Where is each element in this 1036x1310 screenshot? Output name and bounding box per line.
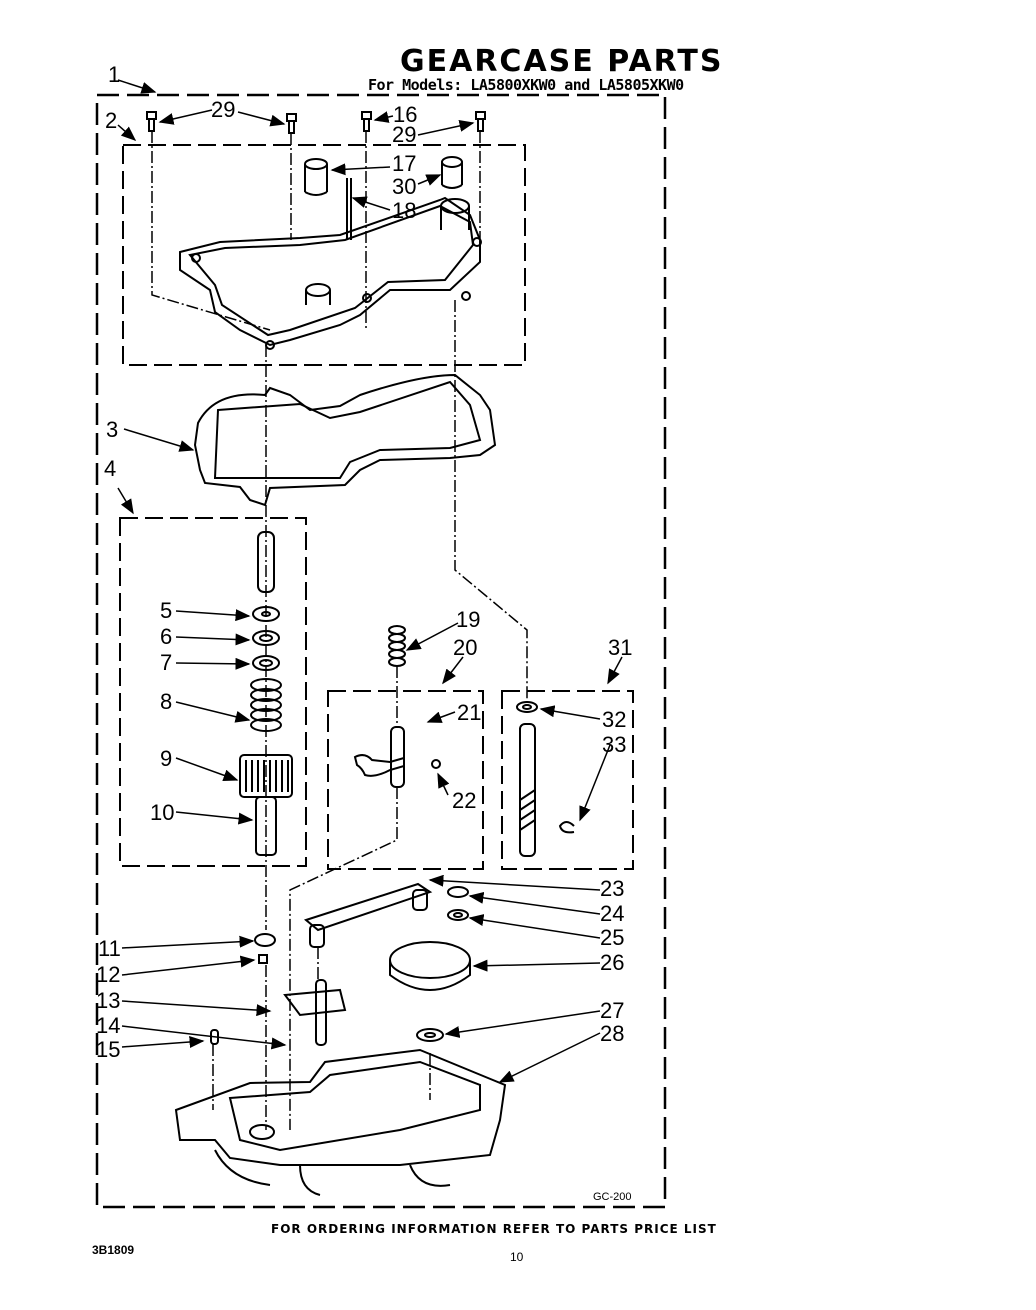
callout-3: 3	[106, 417, 118, 442]
callout-21: 21	[457, 700, 481, 725]
callout-24: 24	[600, 901, 624, 926]
leader-9	[175, 757, 239, 782]
leader-22	[437, 772, 450, 796]
callout-10: 10	[150, 800, 174, 825]
callout-31: 31	[608, 635, 632, 660]
callout-28: 28	[600, 1021, 624, 1046]
leader-15	[121, 1036, 205, 1048]
callout-8: 8	[160, 689, 172, 714]
leader-29a-2	[237, 111, 286, 127]
callout-1: 1	[108, 62, 120, 87]
leader-24	[468, 891, 601, 915]
leader-31	[607, 656, 623, 685]
callout-29a: 29	[211, 97, 235, 122]
callout-13: 13	[96, 988, 120, 1013]
leader-23	[428, 874, 601, 891]
callout-2: 2	[105, 108, 117, 133]
shaft-boundary-31	[501, 690, 634, 870]
callout-25: 25	[600, 925, 624, 950]
leader-33	[579, 744, 611, 822]
document-id: 3B1809	[92, 1243, 135, 1257]
callout-15: 15	[96, 1037, 120, 1062]
callout-4: 4	[104, 456, 116, 481]
leader-5	[175, 609, 251, 622]
gearcase-cover	[179, 196, 482, 350]
cover-boundary-2	[122, 144, 526, 366]
ordering-note: FOR ORDERING INFORMATION REFER TO PARTS …	[271, 1222, 717, 1236]
callout-17: 17	[392, 151, 416, 176]
leader-17	[330, 163, 391, 176]
leader-12	[121, 955, 256, 976]
callout-18: 18	[392, 198, 416, 223]
callout-23: 23	[600, 876, 624, 901]
callout-14: 14	[96, 1013, 120, 1038]
leader-1	[117, 79, 157, 94]
callout-9: 9	[160, 746, 172, 771]
callout-27: 27	[600, 998, 624, 1023]
page-title: GEARCASE PARTS	[400, 44, 724, 79]
callout-16: 16	[393, 102, 417, 127]
callout-22: 22	[452, 788, 476, 813]
callout-12: 12	[96, 962, 120, 987]
leader-29a-1	[158, 109, 213, 125]
callout-6: 6	[160, 624, 172, 649]
leader-25	[468, 914, 601, 939]
leader-16	[373, 111, 394, 123]
callout-30: 30	[392, 174, 416, 199]
callout-7: 7	[160, 650, 172, 675]
callout-32: 32	[602, 707, 626, 732]
callout-19: 19	[456, 607, 480, 632]
gasket	[193, 373, 497, 507]
leader-32	[539, 705, 601, 720]
leader-26	[472, 959, 601, 972]
leader-3	[123, 428, 195, 452]
leader-2	[117, 124, 137, 141]
leader-18	[351, 196, 391, 211]
leader-4	[117, 487, 134, 515]
callout-29b: 29	[392, 122, 416, 147]
leader-27	[444, 1010, 601, 1038]
leader-8	[175, 701, 251, 723]
callout-26: 26	[600, 950, 624, 975]
leader-19	[405, 622, 459, 651]
diagram-code: GC-200	[593, 1191, 632, 1203]
shifter-boundary-20	[327, 690, 484, 870]
leader-14	[121, 1025, 287, 1050]
leader-21	[426, 711, 456, 723]
leader-30	[417, 174, 442, 186]
leader-20	[442, 656, 464, 685]
leader-29b	[417, 120, 475, 136]
leader-13	[121, 1000, 272, 1017]
leader-6	[175, 633, 251, 646]
assembly-boundary-1	[95, 93, 667, 1209]
page-number: 10	[510, 1250, 524, 1264]
leader-7	[175, 657, 251, 670]
models-subtitle: For Models: LA5800XKW0 and LA5805XKW0	[368, 76, 684, 94]
callout-33: 33	[602, 732, 626, 757]
leader-28	[498, 1032, 601, 1083]
callout-20: 20	[453, 635, 477, 660]
leader-11	[121, 935, 255, 949]
pinion-boundary-4	[119, 517, 307, 867]
callout-5: 5	[160, 598, 172, 623]
callout-11: 11	[98, 936, 121, 961]
leader-10	[175, 811, 254, 825]
